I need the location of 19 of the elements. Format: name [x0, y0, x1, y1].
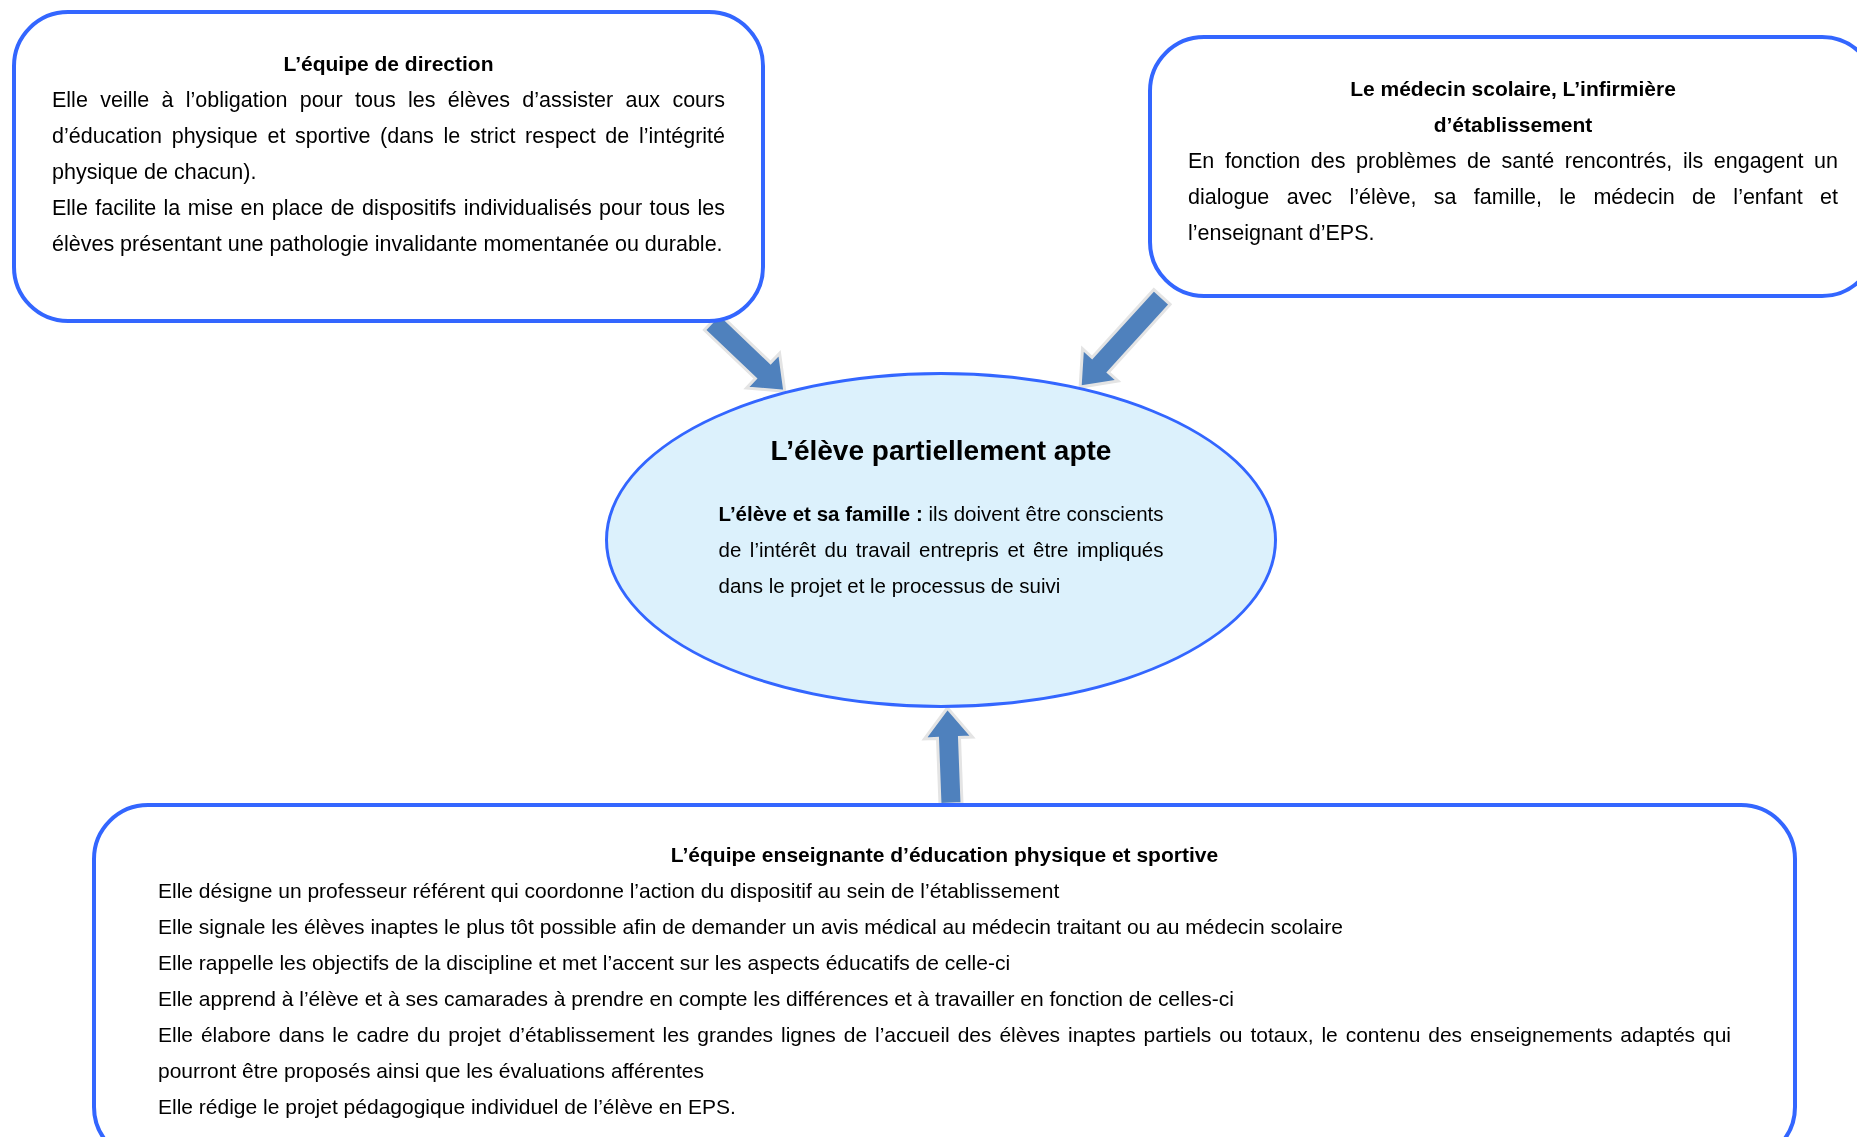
box-heading: L’équipe de direction — [282, 51, 495, 77]
box-paragraph: En fonction des problèmes de santé rencontrés, ils engagent un dialogue avec l’élève, sa famille, le médecin de l’enfant et l’enseignant d’EPS. — [1188, 148, 1838, 247]
box-paragraph: Elle rédige le projet pédagogique individuel de l’élève en EPS. — [158, 1094, 737, 1120]
block-arrow — [1078, 287, 1173, 389]
box-paragraph: Elle apprend à l’élève et à ses camarades à prendre en compte les différences et à travailler en fonction de celles-ci — [158, 986, 1235, 1012]
box-paragraph: Elle facilite la mise en place de dispositifs individualisés pour tous les élèves présentant une pathologie invalidante momentanée ou durable. — [52, 195, 725, 258]
box-paragraph: Elle signale les élèves inaptes le plus tôt possible afin de demander un avis médical au médecin traitant ou au médecin scolaire — [158, 914, 1344, 940]
box-heading: L’équipe enseignante d’éducation physique et sportive — [669, 842, 1220, 868]
box-paragraph: Elle désigne un professeur référent qui coordonne l’action du dispositif au sein de l’établissement — [158, 878, 1061, 904]
box-paragraph: Elle élabore dans le cadre du projet d’établissement les grandes lignes de l’accueil des élèves inaptes partiels ou totaux, le contenu des enseignements adaptés qui pourront être proposés ainsi que les évaluations afférentes — [158, 1022, 1731, 1084]
box-heading: Le médecin scolaire, L’infirmière d’établissement — [1349, 76, 1677, 138]
box-paragraph: Elle veille à l’obligation pour tous les élèves d’assister aux cours d’éducation physique et sportive (dans le strict respect de l’intégrité physique de chacun). — [52, 87, 725, 186]
box-paragraph: Elle rappelle les objectifs de la discipline et met l’accent sur les aspects éducatifs de celle-ci — [158, 950, 1012, 976]
block-arrow — [921, 705, 976, 806]
rounded-box — [1148, 35, 1857, 298]
node-title: L’élève partiellement apte — [770, 434, 1112, 468]
node-text: L’élève et sa famille : ils doivent être conscients de l’intérêt du travail entrepris et être impliqués dans le projet et le processus de suivi — [718, 501, 1164, 599]
rounded-box — [92, 803, 1797, 1137]
rounded-box — [12, 10, 765, 323]
